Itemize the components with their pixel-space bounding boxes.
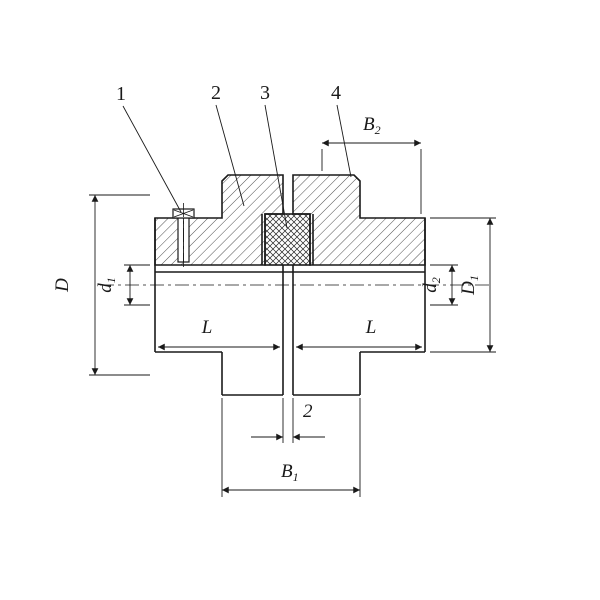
dim-B2-label-sub: 2 — [375, 123, 381, 137]
part-label-4: 4 — [331, 82, 341, 104]
sectioned-top-half — [154, 174, 426, 273]
dim-d1-label-sub: 1 — [104, 277, 118, 283]
right-half-coupling-section — [292, 174, 426, 266]
dim-D1-label-main: D — [458, 281, 479, 296]
dim-d1-label: d1 — [95, 277, 118, 293]
part-labels: 1 2 3 4 — [116, 82, 352, 229]
left-half-coupling-section — [154, 174, 284, 266]
leader-line-2 — [215, 104, 245, 207]
leader-line-4 — [336, 104, 352, 178]
dim-d1: d1 — [95, 264, 150, 306]
dim-B2: B2 — [321, 114, 422, 214]
dim-L-right: L — [296, 317, 422, 351]
dim-D: D — [52, 194, 150, 376]
dim-B1-label: B1 — [281, 461, 299, 484]
dim-B2-label-main: B — [363, 114, 375, 135]
dim-gap: 2 — [251, 398, 325, 443]
leader-line-3 — [264, 104, 288, 229]
dim-gap-label: 2 — [303, 401, 313, 422]
part-label-2: 2 — [211, 82, 221, 104]
dim-B1-label-main: B — [281, 461, 293, 482]
dim-d1-label-main: d — [95, 283, 116, 293]
dim-L-left: L — [158, 317, 280, 351]
dim-D-label-main: D — [52, 278, 73, 293]
dim-L-right-label: L — [365, 317, 377, 338]
dim-D-label: D — [52, 278, 73, 293]
part-label-3: 3 — [260, 82, 270, 104]
part-label-1: 1 — [116, 83, 126, 105]
dim-B1-label-sub: 1 — [293, 470, 299, 484]
dim-D1-label-sub: 1 — [467, 275, 481, 281]
dim-d2-label: d2 — [420, 277, 443, 293]
dim-d2: d2 — [420, 264, 458, 306]
elastic-pin-section — [264, 213, 311, 266]
dim-d2-label-main: d — [420, 283, 441, 293]
dim-L-left-label: L — [201, 317, 213, 338]
dim-B1: B1 — [221, 398, 361, 497]
dim-D1-label: D1 — [458, 275, 481, 296]
leader-line-1 — [122, 105, 182, 213]
dim-D1: D1 — [430, 217, 496, 353]
dim-d2-label-sub: 2 — [429, 277, 443, 283]
screw — [172, 203, 195, 270]
dim-B2-label: B2 — [363, 114, 381, 137]
